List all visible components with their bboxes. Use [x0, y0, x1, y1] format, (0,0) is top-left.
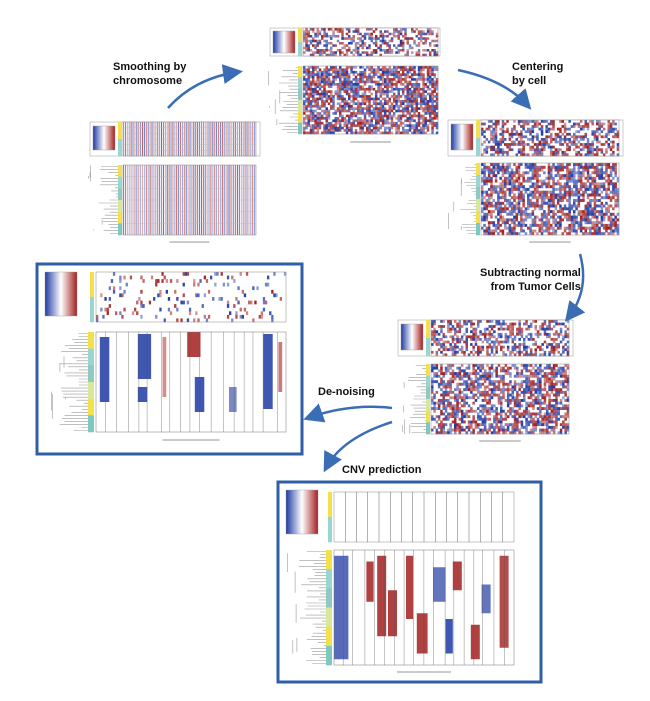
color-key	[286, 490, 318, 534]
panel-cnv-prediction	[278, 482, 541, 682]
annotation-strip	[476, 120, 480, 156]
annotation-strip	[426, 320, 430, 356]
heatmap-observed	[303, 66, 438, 134]
heatmap-reference	[481, 120, 619, 156]
annotation-strip	[118, 165, 122, 235]
annotation-strip	[298, 66, 302, 134]
heatmap-reference	[334, 492, 514, 542]
panel-smoothed	[88, 122, 260, 242]
annotation-strip	[90, 272, 94, 322]
annotation-strip	[476, 163, 480, 235]
arrow-denoising	[308, 407, 392, 418]
panel-denoised	[37, 264, 302, 454]
step-label-cnv: CNV prediction	[342, 463, 421, 477]
dendrogram	[402, 366, 428, 435]
heatmap-cells	[123, 165, 256, 235]
arrow-cnv	[326, 422, 392, 468]
heatmap-observed	[431, 364, 569, 434]
annotation-strip	[326, 550, 332, 665]
dendrogram	[268, 68, 298, 133]
heatmap-reference	[303, 28, 438, 56]
step-label-centering: Centering by cell	[512, 60, 563, 88]
heatmap-observed	[481, 163, 619, 235]
color-key	[401, 324, 423, 350]
heatmap-cells	[123, 122, 256, 156]
step-label-subtracting: Subtracting normal from Tumor Cells	[480, 266, 581, 294]
annotation-strip	[118, 122, 122, 156]
annotation-strip	[426, 364, 430, 434]
annotation-strip	[88, 332, 94, 432]
step-label-smoothing: Smoothing by chromosome	[113, 60, 186, 88]
panel-raw-expression	[268, 28, 440, 142]
annotation-strip	[298, 28, 302, 56]
annotation-strip	[328, 492, 332, 542]
panel-subtracted	[398, 320, 573, 441]
color-key	[451, 124, 473, 150]
dendrogram	[449, 165, 479, 234]
step-label-denoising: De-noising	[318, 385, 375, 399]
heatmap-reference	[96, 272, 286, 322]
color-key	[93, 126, 115, 150]
heatmap-cells	[96, 332, 286, 432]
heatmap-reference	[431, 320, 569, 356]
panel-centered	[448, 120, 623, 242]
color-key	[45, 272, 77, 316]
color-key	[273, 31, 295, 53]
heatmap-cells	[334, 550, 514, 665]
dendrogram	[88, 165, 118, 233]
